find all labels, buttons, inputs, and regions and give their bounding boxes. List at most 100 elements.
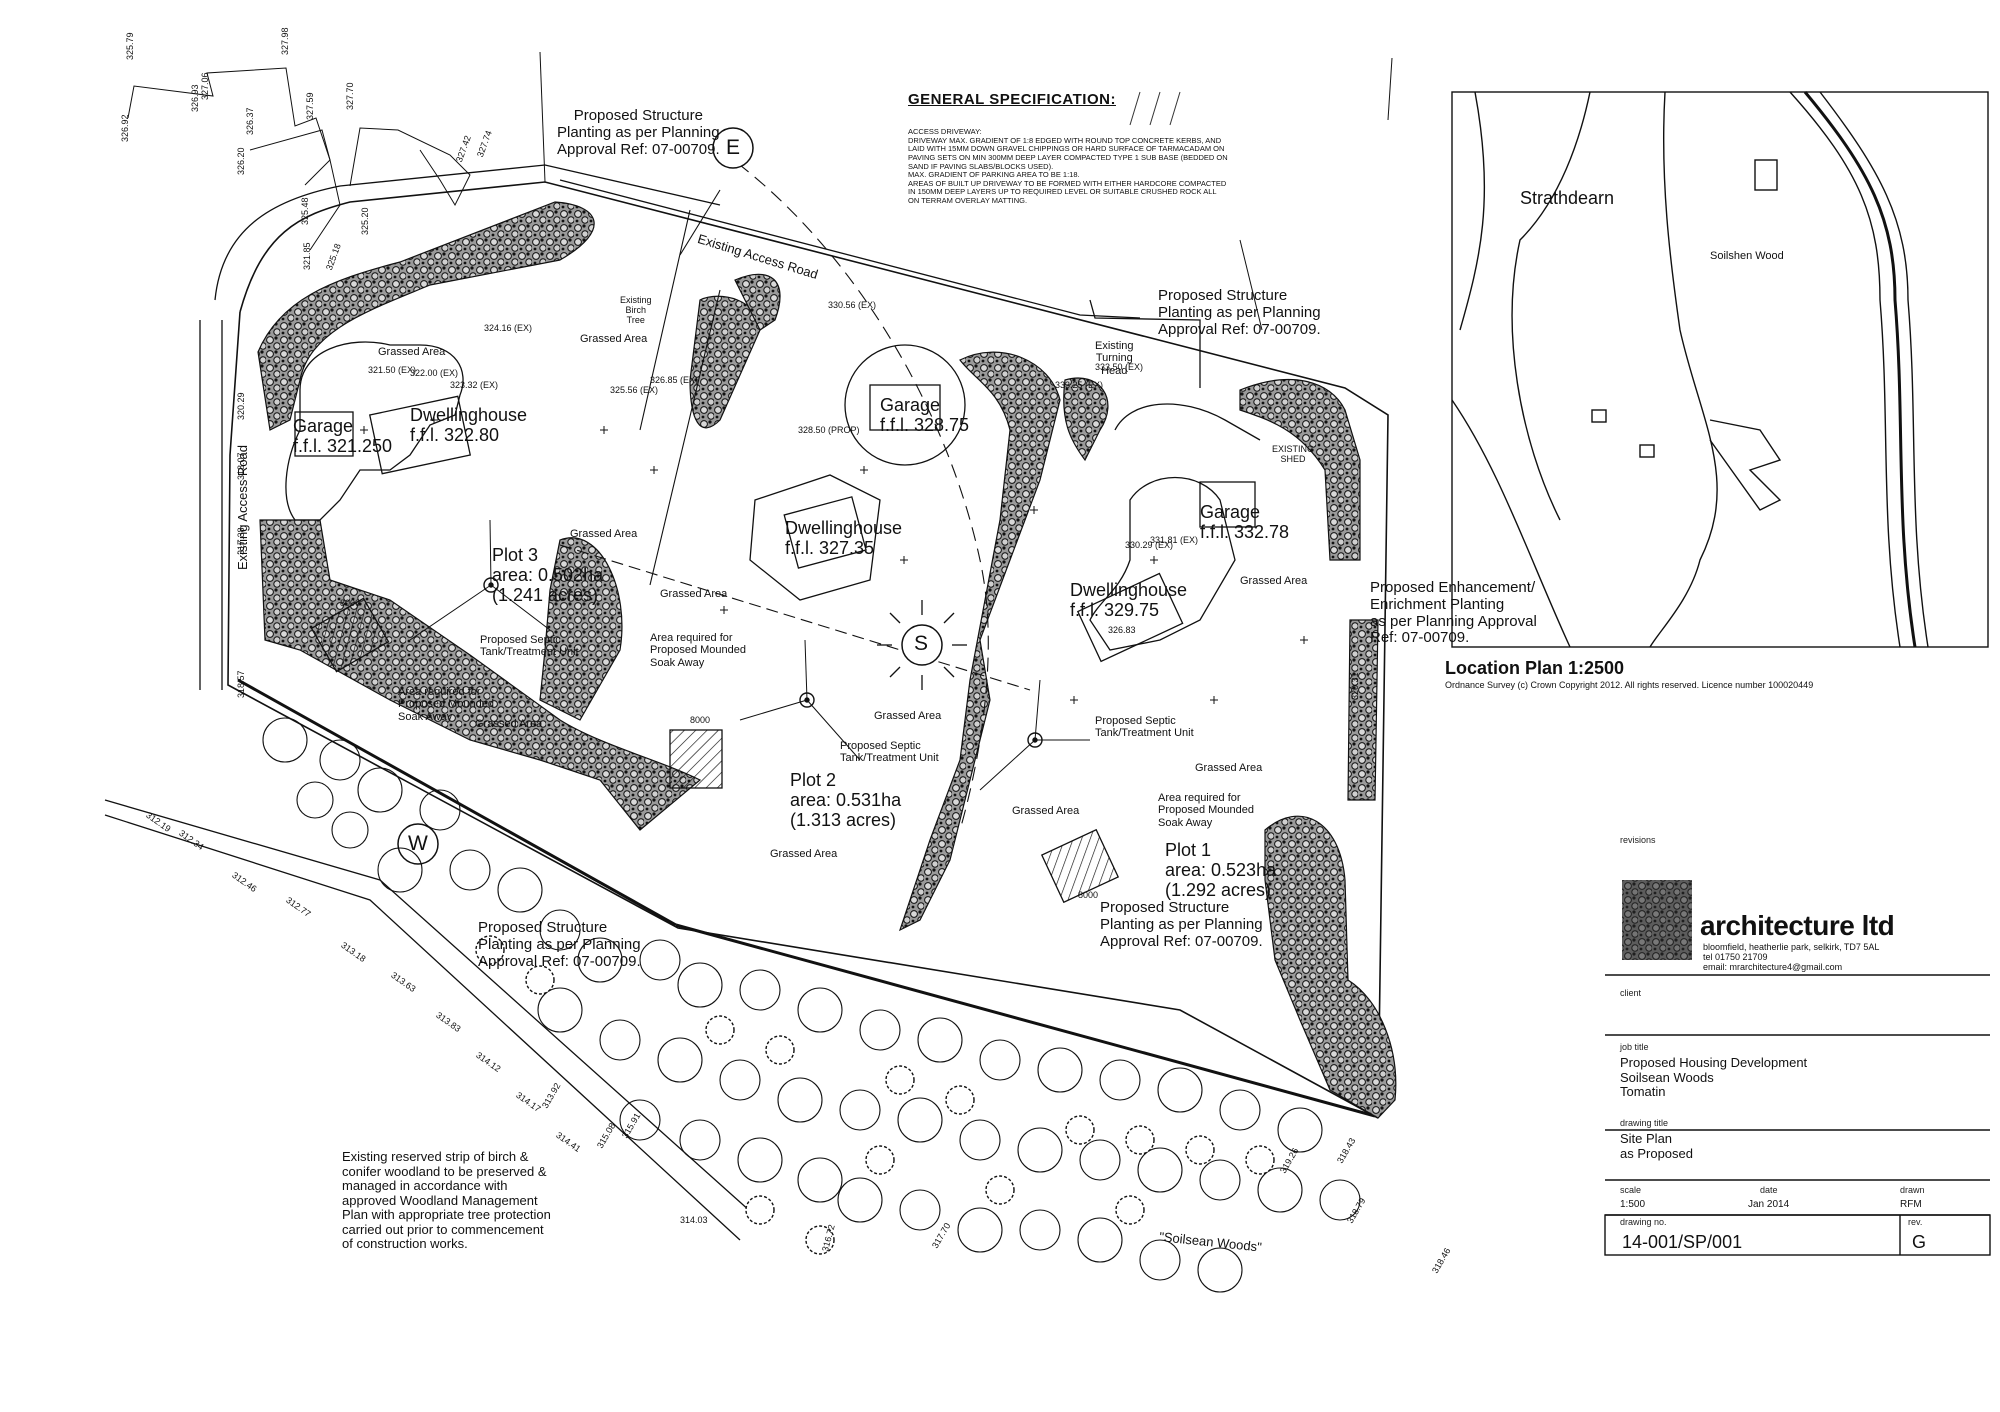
site-boundary (227, 181, 1389, 1119)
garage-plot1-label: Garage f.f.l. 332.78 (1200, 502, 1289, 542)
spot-level: 326.92 (120, 114, 130, 142)
client-label: client (1620, 988, 1642, 998)
spot-level: 333.50 (EX) (1095, 362, 1144, 372)
spot-level: 330.56 (EX) (828, 300, 877, 310)
spot-level: 318.07 (236, 452, 246, 480)
structure-planting (257, 201, 1397, 1119)
spot-level: 327.06 (200, 72, 210, 100)
dwelling-title: Dwellinghouse (410, 405, 528, 425)
grassed-area-label: Grassed Area (1240, 575, 1308, 587)
woodland-boundary (237, 678, 677, 927)
planting-note-top: Proposed Structure Planting as per Plann… (557, 107, 720, 158)
grassed-area-label: Grassed Area (475, 718, 543, 730)
job-title: Proposed Housing Development Soilsean Wo… (1620, 1055, 1808, 1100)
plot-3-label: Plot 3 area: 0.502ha (1.241 acres) (492, 545, 603, 605)
conifer-trees (475, 935, 1275, 1255)
garage-plot3-label: Garage f.f.l. 321.250 (293, 416, 392, 456)
plot-2-label: Plot 2 area: 0.531ha (1.313 acres) (790, 770, 901, 830)
survey-traverse (127, 51, 1393, 331)
plot-name: Plot 2 (790, 770, 837, 790)
enhancement-planting-note: Proposed Enhancement/ Enrichment Plantin… (1370, 579, 1537, 647)
grassed-area-label: Grassed Area (874, 710, 942, 722)
spot-level: 324.16 (EX) (484, 323, 533, 333)
revisions-label: revisions (1620, 835, 1656, 845)
dwelling-title: Dwellinghouse (1070, 580, 1188, 600)
spot-level: 325.48 (300, 197, 310, 225)
plot3-buildings (285, 341, 472, 521)
plot-acres: (1.313 acres) (790, 810, 897, 831)
plot-1-label: Plot 1 area: 0.523ha (1.292 acres) (1165, 840, 1276, 900)
spot-level: 330.29 (EX) (1125, 540, 1174, 550)
soakaway-note-plot2: Area required for Proposed Mounded Soak … (650, 632, 747, 669)
orientation-markers (397, 127, 943, 865)
rev-value: G (1912, 1232, 1927, 1252)
dwelling-ffl: f.f.l. 322.80 (410, 425, 500, 446)
grassed-area-label: Grassed Area (570, 528, 638, 540)
dim-label: 8000 (1078, 890, 1099, 900)
plot-area: area: 0.531ha (790, 790, 902, 811)
spot-level: 326.37 (245, 107, 255, 135)
marker-e: E (726, 136, 741, 159)
turning-head-label: Existing Turning Head (1095, 340, 1134, 377)
woodland-note: Existing reserved strip of birch & conif… (342, 1149, 551, 1252)
garage-ffl: f.f.l. 328.75 (880, 415, 970, 436)
plot2-buildings (749, 344, 966, 601)
dwelling-ffl: f.f.l. 327.35 (785, 538, 875, 559)
grassed-area-label: Grassed Area (1012, 805, 1080, 817)
spot-level: 320.29 (236, 392, 246, 420)
spot-level: 333.25 (EX) (1055, 380, 1104, 390)
spot-level: 314.03 (680, 1215, 708, 1225)
spot-level: 326.83 (1108, 625, 1136, 635)
spot-level: 325.79 (125, 32, 135, 60)
spot-level: 327.98 (280, 27, 290, 55)
plot-area: area: 0.523ha (1165, 860, 1277, 881)
spot-level: 321.85 (302, 242, 312, 270)
title-block-frame (1604, 974, 1991, 1256)
grassed-area-label: Grassed Area (1195, 762, 1263, 774)
location-copyright: Ordnance Survey (c) Crown Copyright 2012… (1445, 680, 1814, 690)
septic-note-plot3: Proposed Septic Tank/Treatment Unit (480, 634, 579, 659)
spot-level: 328.50 (PROP) (798, 425, 860, 435)
existing-shed-label: EXISTING SHED (1272, 444, 1315, 465)
soakaway-note-plot1: Area required for Proposed Mounded Soak … (1158, 792, 1255, 829)
dwelling-plot3-label: Dwellinghouse f.f.l. 322.80 (410, 405, 527, 445)
company-name: architecture ltd (1700, 910, 1895, 941)
spot-level: 321.50 (EX) (368, 365, 417, 375)
garage-title: Garage (293, 416, 354, 436)
dwelling-plot2-label: Dwellinghouse f.f.l. 327.35 (785, 518, 902, 558)
access-road (104, 164, 1201, 1241)
garage-ffl: f.f.l. 321.250 (293, 436, 393, 457)
planting-note-left: Proposed Structure Planting as per Plann… (478, 919, 641, 970)
dwelling-title: Dwellinghouse (785, 518, 903, 538)
plot-name: Plot 3 (492, 545, 539, 565)
garage-title: Garage (880, 395, 941, 415)
location-plan-title: Location Plan 1:2500 (1445, 658, 1625, 678)
dim-label: 8000 (340, 598, 361, 608)
spec-title: GENERAL SPECIFICATION: (908, 91, 1116, 108)
rev-label: rev. (1908, 1217, 1923, 1227)
drawn-label: drawn (1900, 1185, 1925, 1195)
marker-s: S (914, 632, 929, 655)
scale-label: scale (1620, 1185, 1642, 1195)
job-title-label: job title (1620, 1042, 1649, 1052)
spot-level: 317.38 (236, 527, 246, 555)
drawn-value: RFM (1900, 1199, 1922, 1210)
spot-level: 318.57 (236, 670, 246, 698)
spot-level: 326.20 (236, 147, 246, 175)
soakaway-plot2 (669, 729, 723, 789)
dim-label: 8000 (690, 715, 711, 725)
spot-level: 327.59 (305, 92, 315, 120)
dwelling-ffl: f.f.l. 329.75 (1070, 600, 1160, 621)
plot-area: area: 0.502ha (492, 565, 604, 586)
grassed-area-label: Grassed Area (580, 333, 648, 345)
plot1-buildings (1076, 403, 1261, 663)
spot-level: 325.20 (360, 207, 370, 235)
plot-acres: (1.292 acres) (1165, 880, 1272, 901)
septic-note-plot2: Proposed Septic Tank/Treatment Unit (840, 740, 939, 765)
woodland-trees (262, 717, 1361, 1293)
soakaway-plot1 (1040, 828, 1120, 904)
garage-plot2-label: Garage f.f.l. 328.75 (880, 395, 969, 435)
garage-title: Garage (1200, 502, 1261, 522)
